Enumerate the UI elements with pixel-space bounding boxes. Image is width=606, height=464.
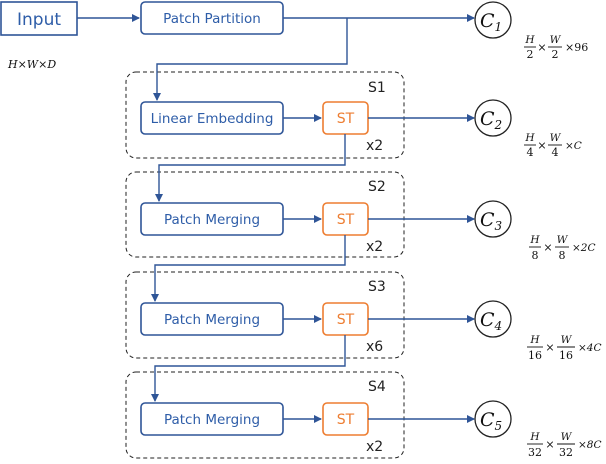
output-c3: C3 — [474, 200, 512, 238]
output-c2: C2 — [474, 99, 512, 137]
dims-c5: H 32 × W 32 ×8C — [527, 431, 602, 459]
stage-2-block: Patch Merging — [140, 202, 284, 236]
output-c1: C1 — [474, 1, 512, 39]
svg-text:×2C: ×2C — [572, 242, 596, 254]
arrow-partition-to-s1 — [153, 18, 348, 101]
svg-text:ST: ST — [337, 312, 355, 328]
svg-text:2: 2 — [527, 48, 534, 61]
svg-text:×: × — [543, 241, 552, 254]
svg-text:16: 16 — [559, 349, 573, 362]
svg-text:W: W — [550, 132, 562, 144]
st-block-2: ST — [322, 202, 369, 236]
svg-text:ST: ST — [337, 412, 355, 428]
svg-text:C4: C4 — [480, 309, 502, 333]
svg-text:×: × — [545, 438, 554, 451]
stage-1-block: Linear Embedding — [140, 101, 284, 135]
dims-c2: H 4 × W 4 ×C — [524, 132, 582, 159]
stage-4-block: Patch Merging — [140, 402, 284, 436]
svg-text:ST: ST — [337, 212, 355, 228]
svg-text:32: 32 — [528, 446, 542, 459]
stage-1-block-label: Linear Embedding — [151, 111, 274, 127]
patch-partition-label: Patch Partition — [163, 11, 261, 27]
stage-frame-2 — [125, 171, 405, 258]
svg-text:2: 2 — [552, 48, 559, 61]
svg-text:C5: C5 — [480, 409, 502, 433]
svg-text:H: H — [524, 132, 535, 144]
dims-c4: H 16 × W 16 ×4C — [527, 334, 602, 362]
svg-text:×96: ×96 — [565, 41, 588, 54]
svg-text:H: H — [529, 234, 540, 246]
stage-2-block-label: Patch Merging — [164, 212, 260, 228]
svg-text:×C: ×C — [565, 140, 582, 152]
output-c5: C5 — [474, 400, 512, 438]
stage-label-2: S2 — [368, 179, 386, 195]
stage-3-block: Patch Merging — [140, 302, 284, 336]
st-block-4: ST — [322, 402, 369, 436]
svg-text:C1: C1 — [480, 10, 502, 34]
svg-text:ST: ST — [337, 111, 355, 127]
svg-text:W: W — [550, 34, 562, 46]
svg-text:32: 32 — [559, 446, 573, 459]
stage-frame-1 — [125, 71, 405, 159]
st-block-3: ST — [322, 302, 369, 336]
svg-text:W: W — [561, 431, 573, 443]
svg-text:4: 4 — [527, 146, 534, 159]
stage-3-block-label: Patch Merging — [164, 312, 260, 328]
repeat-label-1: x2 — [366, 138, 383, 154]
svg-text:×4C: ×4C — [578, 342, 602, 354]
stage-label-3: S3 — [368, 279, 386, 295]
connectors — [77, 14, 475, 423]
svg-text:H: H — [529, 334, 540, 346]
svg-text:W: W — [557, 234, 569, 246]
stage-frame-4 — [125, 371, 405, 459]
input-label: Input — [17, 10, 61, 30]
svg-text:H: H — [524, 34, 535, 46]
repeat-label-4: x2 — [366, 439, 383, 455]
svg-text:×: × — [537, 139, 546, 152]
repeat-label-2: x2 — [366, 239, 383, 255]
patch-partition-block: Patch Partition — [140, 1, 284, 35]
svg-text:C3: C3 — [480, 209, 503, 233]
svg-text:×: × — [537, 41, 546, 54]
repeat-label-3: x6 — [366, 339, 383, 355]
svg-text:16: 16 — [528, 349, 542, 362]
svg-text:8: 8 — [559, 249, 566, 262]
svg-text:4: 4 — [552, 146, 559, 159]
arrow-s1-to-s2 — [155, 134, 346, 202]
svg-text:×: × — [545, 341, 554, 354]
svg-text:8: 8 — [532, 249, 539, 262]
dims-c1: H 2 × W 2 ×96 — [524, 34, 588, 61]
svg-text:H: H — [529, 431, 540, 443]
svg-text:C2: C2 — [480, 108, 502, 132]
stage-frame-3 — [125, 271, 405, 359]
svg-text:×8C: ×8C — [578, 439, 602, 451]
dims-c3: H 8 × W 8 ×2C — [529, 234, 596, 262]
output-c4: C4 — [474, 300, 512, 338]
stage-label-4: S4 — [368, 379, 386, 395]
st-block-1: ST — [322, 101, 369, 135]
stage-4-block-label: Patch Merging — [164, 412, 260, 428]
svg-text:W: W — [561, 334, 573, 346]
arrow-s2-to-s3 — [151, 235, 346, 302]
stage-label-1: S1 — [368, 80, 386, 96]
input-block: Input — [0, 1, 78, 36]
input-shape: H×W×D — [7, 58, 56, 71]
arrow-s3-to-s4 — [151, 335, 346, 402]
